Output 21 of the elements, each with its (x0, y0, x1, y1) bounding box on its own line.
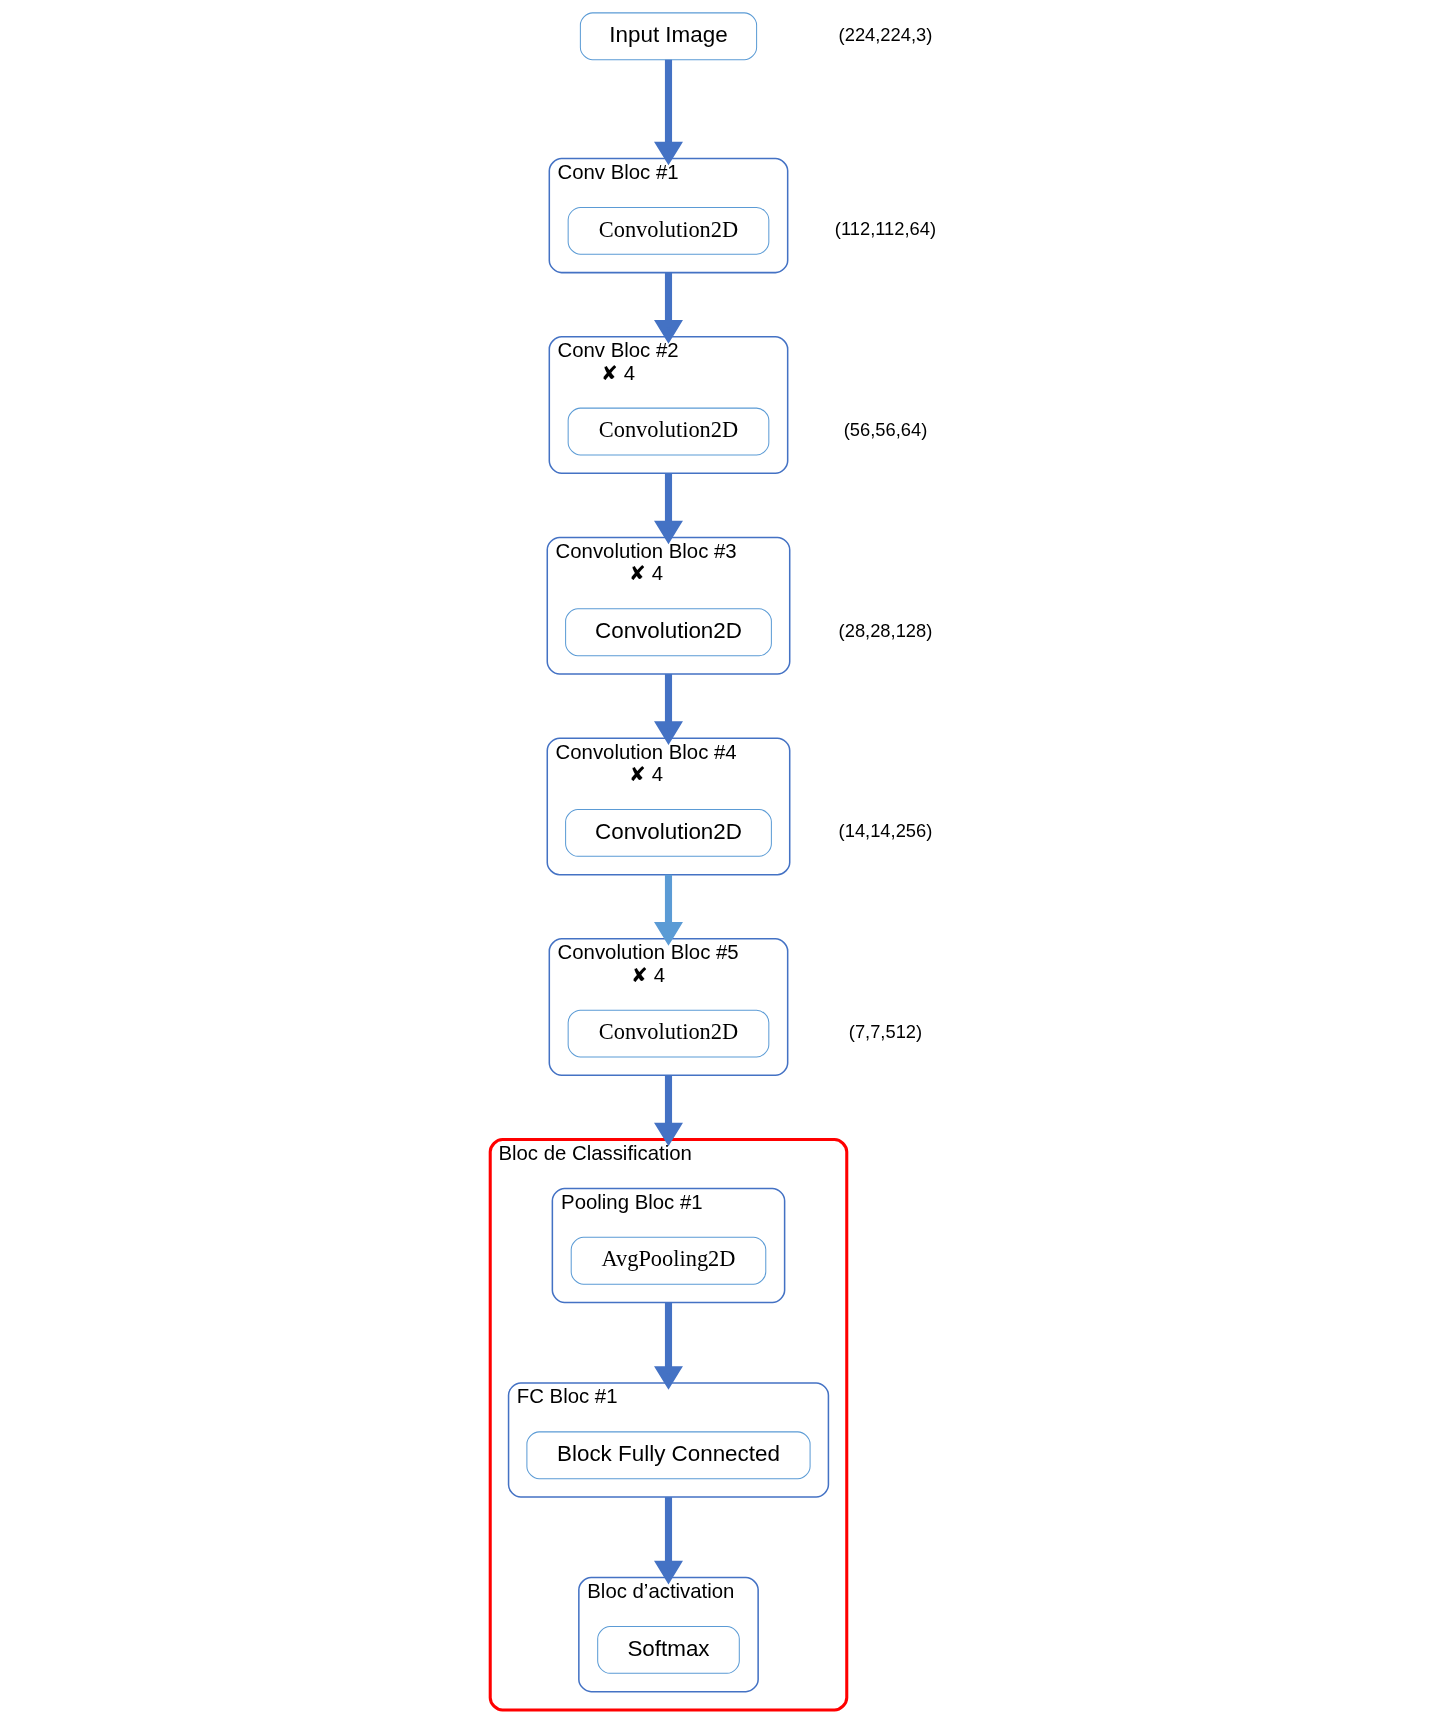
arrow (654, 1075, 683, 1147)
label: (28,28,128) (838, 619, 933, 641)
arrow (654, 874, 683, 946)
label: (14,14,256) (838, 820, 933, 842)
node-box: Convolution2D (567, 1009, 770, 1058)
node-box: AvgPooling2D (570, 1236, 767, 1285)
node-box: Input Image (579, 12, 758, 61)
node-box: Softmax (597, 1625, 740, 1674)
arrow (654, 473, 683, 545)
arrow (654, 59, 683, 166)
label: (224,224,3) (838, 23, 933, 45)
label: (56,56,64) (843, 419, 928, 441)
node-box: Convolution2D (565, 808, 772, 857)
arrow (654, 1302, 683, 1390)
node-box: Convolution2D (565, 608, 772, 657)
node-box: Block Fully Connected (526, 1431, 811, 1480)
node-box: Convolution2D (567, 407, 770, 456)
label: (112,112,64) (834, 218, 937, 240)
label: (7,7,512) (848, 1021, 923, 1043)
arrow (654, 272, 683, 344)
node-box: Convolution2D (567, 206, 770, 255)
